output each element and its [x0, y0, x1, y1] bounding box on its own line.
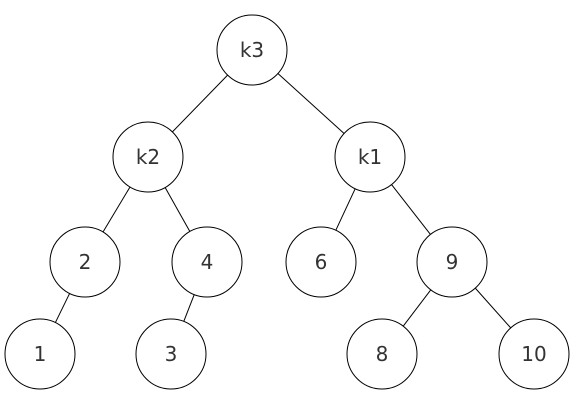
tree-node-n2: 2	[49, 226, 121, 298]
node-circle	[416, 226, 488, 298]
tree-node-k2: k2	[112, 121, 184, 193]
node-label: k1	[358, 145, 382, 169]
tree-node-k3: k3	[216, 14, 288, 86]
tree-node-n9: 9	[416, 226, 488, 298]
tree-node-n4: 4	[171, 226, 243, 298]
edge-k1-n9	[391, 184, 431, 235]
tree-nodes: k3 k2 k1 2 4 6 9 1 3 8 10	[4, 14, 570, 390]
node-circle	[285, 226, 357, 298]
node-circle	[346, 318, 418, 390]
edge-n9-n10	[474, 287, 512, 329]
edge-k3-k2	[172, 74, 228, 133]
node-label: 10	[521, 342, 546, 366]
node-circle	[49, 226, 121, 298]
tree-node-n3: 3	[135, 318, 207, 390]
edge-k2-n4	[164, 187, 191, 232]
edge-n4-n3	[183, 294, 195, 322]
tree-edges	[54, 73, 512, 329]
edge-k1-n6	[335, 188, 356, 231]
node-circle	[334, 121, 406, 193]
tree-node-n8: 8	[346, 318, 418, 390]
node-circle	[498, 318, 570, 390]
tree-node-n6: 6	[285, 226, 357, 298]
node-label: 9	[446, 250, 459, 274]
edge-n2-n1	[54, 293, 71, 323]
node-label: 8	[376, 342, 389, 366]
node-label: k3	[240, 38, 264, 62]
node-circle	[216, 14, 288, 86]
node-label: 6	[315, 250, 328, 274]
node-circle	[135, 318, 207, 390]
edge-n9-n8	[402, 289, 432, 327]
tree-node-n10: 10	[498, 318, 570, 390]
tree-node-n1: 1	[4, 318, 76, 390]
node-label: 2	[79, 250, 92, 274]
node-label: 4	[201, 250, 214, 274]
node-circle	[112, 121, 184, 193]
node-label: 1	[34, 342, 47, 366]
edge-k3-k1	[277, 73, 345, 134]
node-label: k2	[136, 145, 160, 169]
node-circle	[4, 318, 76, 390]
node-label: 3	[165, 342, 178, 366]
tree-node-k1: k1	[334, 121, 406, 193]
node-circle	[171, 226, 243, 298]
edge-k2-n2	[102, 186, 131, 233]
